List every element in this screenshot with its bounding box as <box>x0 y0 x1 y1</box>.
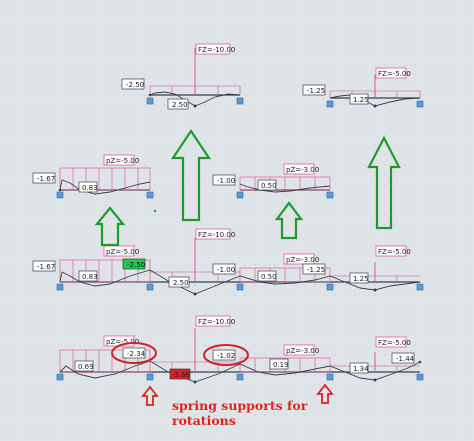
moment-label: -1.25 <box>307 266 325 274</box>
load-label: pZ=-5.00 <box>106 248 139 256</box>
moment-label: -1.00 <box>217 177 235 185</box>
moment-label: 0.69 <box>78 363 94 371</box>
highlight-red <box>169 368 191 380</box>
support-icon <box>236 283 244 291</box>
spring-support-icon <box>146 373 154 381</box>
support-left-icon <box>56 191 64 199</box>
diagram-bottom: pZ=-5.00 FZ=-10.00 pZ=-3.00 FZ=-5.00 -2.… <box>56 315 424 384</box>
moment-label: -1.67 <box>37 175 55 183</box>
force-label: FZ=-10.00 <box>198 318 235 326</box>
force-label: FZ=-5.00 <box>378 248 411 256</box>
force-label: FZ=-5.00 <box>378 70 411 78</box>
moment-label: -1.02 <box>217 352 235 360</box>
caption-line: rotations <box>172 413 236 428</box>
caption-spring-supports: spring supports for rotations <box>172 398 312 428</box>
diagram-combined: pZ=-5.00 FZ=-10.00 pZ=-3.00 FZ=-5.00 -1.… <box>32 228 424 296</box>
support-icon <box>56 283 64 291</box>
spring-support-icon <box>326 373 334 381</box>
load-label: pZ=-3.00 <box>286 166 319 174</box>
force-label: FZ=-10.00 <box>198 231 235 239</box>
moment-label: 0.50 <box>261 182 277 190</box>
highlight-ellipse <box>203 344 249 366</box>
moment-label: 1.34 <box>353 365 369 373</box>
diagram-mid-center: pZ=-3.00 -1.00 0.50 <box>212 163 334 199</box>
moment-label: -1.44 <box>396 355 415 363</box>
support-left-icon <box>326 100 334 108</box>
force-label: FZ=-10.00 <box>198 46 235 54</box>
force-label: FZ=-5.00 <box>378 339 411 347</box>
moment-label: 2.50 <box>173 279 189 287</box>
load-label: pZ=-5.00 <box>106 157 139 165</box>
moment-label: 0.83 <box>82 184 98 192</box>
support-right-icon <box>326 191 334 199</box>
moment-label: 2.50 <box>172 101 188 109</box>
load-label: pZ=-3.00 <box>286 256 319 264</box>
arrow-up-icon <box>141 385 159 406</box>
support-left-icon <box>236 191 244 199</box>
spring-support-icon <box>236 373 244 381</box>
moment-label: 0.50 <box>261 273 277 281</box>
diagram-mid-left: pZ=-5.00 -1.67 0.83 <box>32 154 154 199</box>
moment-label: 1.25 <box>353 275 369 283</box>
arrow-up-icon <box>274 201 304 240</box>
load-label: pZ=-5.00 <box>106 338 139 346</box>
moment-label: 0.83 <box>82 273 98 281</box>
diagram-top-right: FZ=-5.00 -1.25 1.25 <box>302 67 424 108</box>
highlight-ellipse <box>111 342 157 364</box>
support-right-icon <box>146 191 154 199</box>
moment-label: 1.25 <box>353 96 369 104</box>
moment-label: -1.67 <box>37 263 55 271</box>
support-icon <box>146 283 154 291</box>
green-arrows <box>94 129 401 247</box>
support-icon <box>416 373 424 381</box>
moment-label: -2.50 <box>126 81 144 89</box>
support-left-icon <box>146 97 154 105</box>
moment-label: -1.00 <box>217 266 235 274</box>
red-arrows <box>141 383 334 406</box>
moment-label: -2.66 <box>172 371 191 379</box>
support-icon <box>56 373 64 381</box>
caption-line: spring supports for <box>172 398 308 413</box>
support-icon <box>326 283 334 291</box>
arrow-up-icon <box>316 383 334 404</box>
highlight-green <box>122 258 146 270</box>
moment-label: -1.25 <box>307 87 325 95</box>
moment-label: -2.34 <box>127 350 146 358</box>
load-label: pZ=-3.00 <box>286 347 319 355</box>
arrow-up-icon <box>367 135 401 230</box>
support-icon <box>416 283 424 291</box>
support-right-icon <box>236 97 244 105</box>
arrow-up-icon <box>170 129 212 222</box>
arrow-up-icon <box>94 206 126 247</box>
support-right-icon <box>416 100 424 108</box>
diagram-top-left: FZ=-10.00 -2.50 2.50 <box>121 43 244 110</box>
moment-label: 0.19 <box>273 361 289 369</box>
moment-label: -2.50 <box>127 261 145 269</box>
